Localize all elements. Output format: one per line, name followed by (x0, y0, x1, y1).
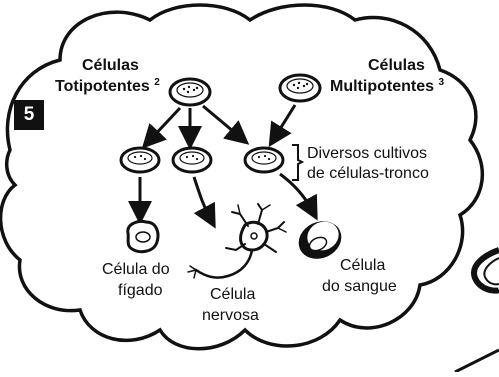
multipotent-reference: 3 (438, 77, 445, 88)
cultures-label-line2: de células-tronco (307, 165, 429, 182)
background-shape (471, 247, 499, 294)
blood-cell-label-line1: Célula (340, 257, 386, 274)
nerve-cell-icon (187, 203, 287, 279)
background-line (454, 348, 499, 374)
multipotent-label-line2: Multipotentes (330, 78, 434, 95)
petri-dish-culture-1 (119, 146, 161, 174)
totipotent-label-line1: Células (82, 57, 139, 74)
totipotent-label-line2: Totipotentes (55, 78, 150, 95)
figure-number-badge: 5 (14, 100, 44, 130)
cloud-outline (0, 3, 485, 351)
nerve-cell-label-line2: nervosa (202, 307, 259, 324)
blood-cell-icon (298, 221, 342, 259)
liver-cell-label-line1: Célula do (102, 261, 170, 278)
background-shape-inner (483, 257, 499, 286)
totipotent-label: Totipotentes 2 (55, 77, 160, 98)
petri-dish-culture-2 (171, 146, 213, 174)
arrow-to-nerve-cell (192, 176, 216, 229)
culture-bracket (292, 144, 305, 181)
arrow-to-blood-cell (279, 172, 318, 221)
cultures-label-line1: Diversos cultivos (307, 145, 428, 162)
liver-cell-icon (126, 220, 160, 254)
petri-dish-culture-3 (243, 146, 285, 174)
petri-dish-totipotent (168, 77, 212, 107)
nerve-cell-label-line1: Célula (210, 286, 256, 303)
blood-cell-label-line2: do sangue (322, 278, 397, 295)
liver-cell-label-line2: fígado (118, 282, 163, 299)
arrow-toti-to-culture-1 (141, 106, 182, 149)
arrow-multi-to-culture-3 (268, 104, 297, 148)
arrow-toti-to-culture-3 (202, 104, 250, 145)
totipotent-reference: 2 (154, 77, 160, 88)
petri-dish-multipotent (278, 73, 322, 103)
multipotent-label-line1: Células (368, 57, 425, 74)
multipotent-label: Multipotentes 3 (330, 77, 444, 98)
